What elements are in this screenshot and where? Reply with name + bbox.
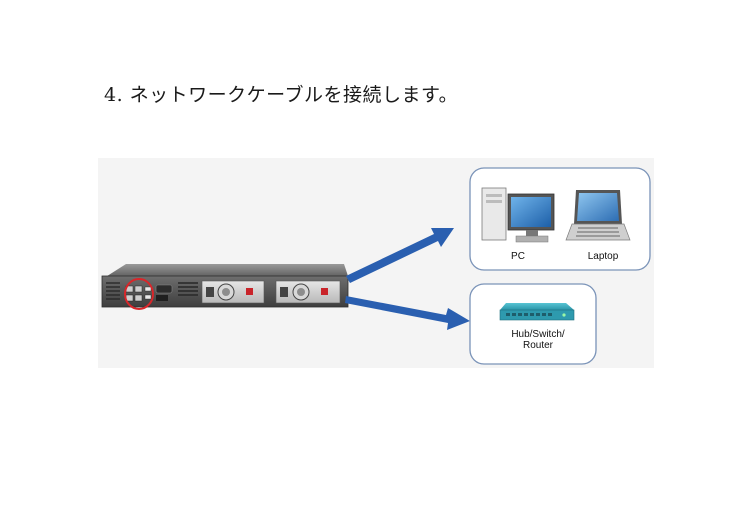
- lan-ports: [125, 285, 152, 302]
- hub-label-line1: Hub/Switch/: [511, 329, 565, 340]
- hub-box: [469, 283, 597, 365]
- power-supply-2: [275, 280, 341, 304]
- diagram-svg: [101, 167, 651, 365]
- hub-label: Hub/Switch/ Router: [496, 329, 580, 351]
- network-switch-icon: [499, 303, 575, 321]
- desktop-pc-icon: [481, 187, 555, 243]
- laptop-icon: [565, 190, 631, 241]
- connection-diagram: PC Laptop Hub/Switch/ Router: [98, 158, 654, 368]
- laptop-label: Laptop: [587, 251, 619, 262]
- step-heading: 4. ネットワークケーブルを接続します。: [104, 84, 459, 106]
- pc-label: PC: [511, 251, 525, 262]
- nas-rackmount-server: [101, 264, 349, 310]
- power-supply-1: [201, 280, 265, 304]
- hub-label-line2: Router: [522, 340, 553, 351]
- arrow-icon: [346, 228, 454, 283]
- lan-port-highlight-circle: [124, 278, 154, 310]
- arrow-icon: [345, 296, 470, 330]
